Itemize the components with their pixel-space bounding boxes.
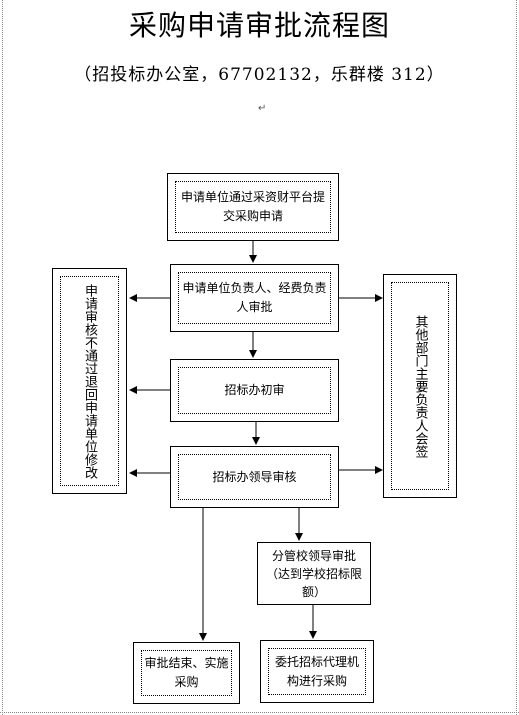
node-unit-head-approval: 申请单位负责人、经费负责人审批	[170, 264, 339, 332]
node-rejected-return-label: 申请审核不通过退回申请单位修改	[82, 283, 97, 479]
node-vp-review: 分管校领导审批（达到学校招标限额）	[257, 542, 371, 605]
node-other-dept-countersign: 其他部门主要负责人会签	[383, 274, 457, 498]
node-submit-application-label: 申请单位通过采资财平台提交采购申请	[180, 190, 325, 223]
node-end-purchase-inner: 审批结束、实施采购	[141, 650, 232, 696]
page-subtitle: （招投标办公室，67702132，乐群楼 312）	[0, 60, 519, 85]
node-unit-head-approval-label: 申请单位负责人、经费负责人审批	[182, 281, 327, 314]
page-margin-right	[516, 0, 517, 715]
subtitle-text: （招投标办公室，67702132，乐群楼 312）	[74, 65, 445, 85]
page-margin-left	[2, 0, 3, 715]
paragraph-mark: ↵	[258, 103, 267, 114]
title-text: 采购申请审批流程图	[128, 9, 390, 42]
node-rejected-return: 申请审核不通过退回申请单位修改	[52, 268, 127, 494]
node-rejected-return-inner: 申请审核不通过退回申请单位修改	[60, 276, 119, 486]
node-end-purchase: 审批结束、实施采购	[133, 642, 240, 704]
node-agent-purchase-inner: 委托招标代理机构进行采购	[268, 648, 366, 695]
node-submit-application: 申请单位通过采资财平台提交采购申请	[167, 173, 339, 241]
node-other-dept-countersign-inner: 其他部门主要负责人会签	[391, 282, 449, 490]
node-vp-review-label: 分管校领导审批（达到学校招标限额）	[265, 548, 362, 599]
node-submit-application-inner: 申请单位通过采资财平台提交采购申请	[175, 181, 331, 233]
node-end-purchase-label: 审批结束、实施采购	[144, 656, 229, 689]
node-unit-head-approval-inner: 申请单位负责人、经费负责人审批	[178, 272, 331, 324]
node-initial-review-label: 招标办初审	[224, 383, 285, 397]
node-leader-review-label: 招标办领导审核	[212, 469, 297, 484]
node-leader-review-inner: 招标办领导审核	[178, 454, 331, 500]
node-initial-review-inner: 招标办初审	[178, 367, 331, 414]
node-leader-review: 招标办领导审核	[170, 446, 339, 508]
node-initial-review: 招标办初审	[170, 359, 339, 422]
node-vp-review-inner: 分管校领导审批（达到学校招标限额）	[258, 543, 370, 604]
page-title: 采购申请审批流程图	[0, 4, 519, 44]
page-margin-bottom	[0, 712, 519, 713]
node-agent-purchase-label: 委托招标代理机构进行采购	[274, 654, 359, 688]
node-other-dept-countersign-label: 其他部门主要负责人会签	[412, 314, 428, 458]
node-agent-purchase: 委托招标代理机构进行采购	[260, 640, 374, 703]
